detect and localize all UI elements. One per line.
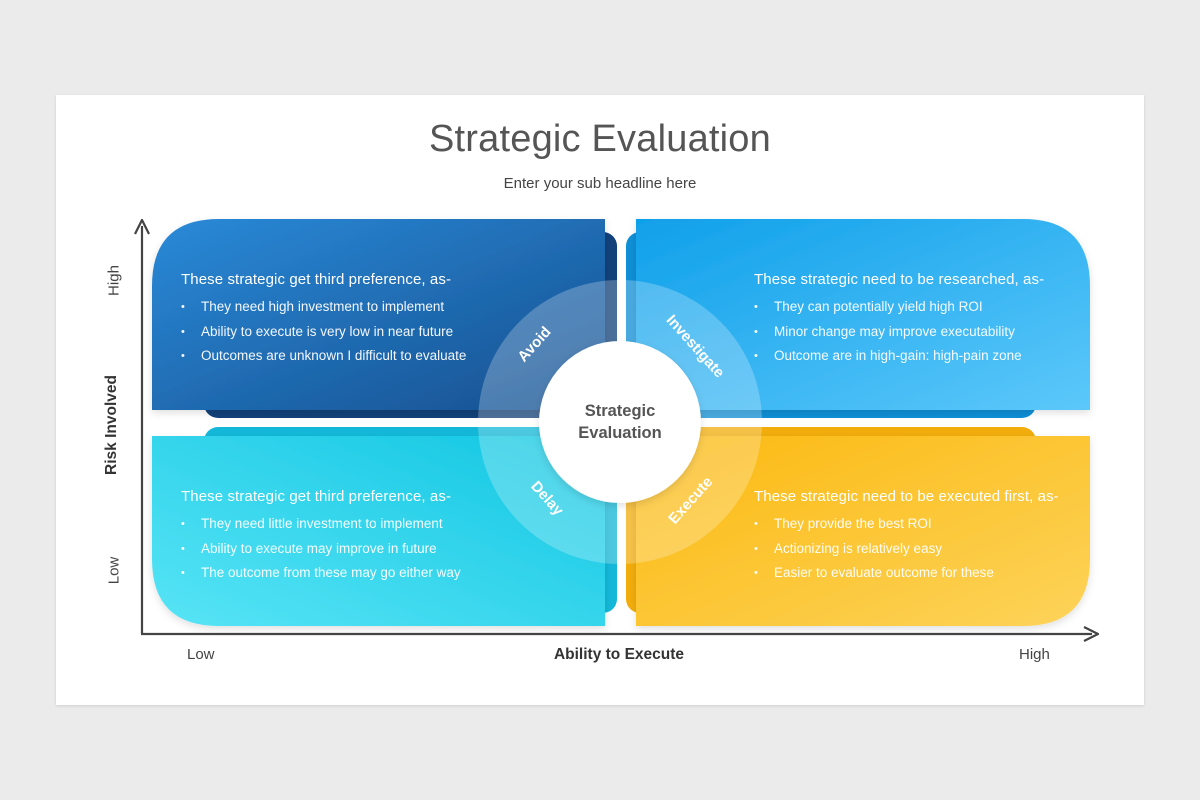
bullet-item: Ability to execute is very low in near f… bbox=[181, 320, 466, 345]
x-axis-arrow-icon bbox=[1083, 626, 1100, 642]
center-label-line2: Evaluation bbox=[578, 424, 662, 442]
bullet-item: Outcome are in high-gain: high-pain zone bbox=[754, 344, 1044, 369]
bullet-item: They provide the best ROI bbox=[754, 512, 1059, 537]
quadrant-heading: These strategic need to be researched, a… bbox=[754, 271, 1045, 288]
bullet-item: Minor change may improve executability bbox=[754, 320, 1044, 345]
quadrant-top-right-text: These strategic need to be researched, a… bbox=[754, 271, 1044, 369]
center-label: Strategic Evaluation bbox=[560, 400, 680, 444]
bullet-item: They need little investment to implement bbox=[181, 512, 461, 537]
x-axis-high-label: High bbox=[1019, 646, 1050, 663]
bullet-list: They need high investment to implement A… bbox=[181, 295, 466, 369]
page-title: Strategic Evaluation bbox=[429, 118, 771, 160]
bullet-item: Actionizing is relatively easy bbox=[754, 537, 1059, 562]
quadrant-top-left-text: These strategic get third preference, as… bbox=[181, 271, 466, 369]
bullet-list: They need little investment to implement… bbox=[181, 512, 461, 586]
center-circle bbox=[539, 341, 701, 503]
quadrant-heading: These strategic get third preference, as… bbox=[181, 271, 452, 288]
quadrant-bottom-left-text: These strategic get third preference, as… bbox=[181, 488, 461, 586]
quadrant-heading: These strategic need to be executed firs… bbox=[754, 488, 1059, 505]
y-axis-title: Risk Involved bbox=[103, 375, 120, 475]
center-label-line1: Strategic bbox=[584, 402, 656, 420]
bullet-item: Easier to evaluate outcome for these bbox=[754, 561, 1059, 586]
quadrant-heading: These strategic get third preference, as… bbox=[181, 488, 452, 505]
y-axis-arrow-icon bbox=[134, 218, 150, 235]
bullet-item: They need high investment to implement bbox=[181, 295, 466, 320]
bullet-item: Ability to execute may improve in future bbox=[181, 537, 461, 562]
y-axis-low-label: Low bbox=[105, 556, 123, 585]
bullet-item: They can potentially yield high ROI bbox=[754, 295, 1044, 320]
quadrant-bottom-right-text: These strategic need to be executed firs… bbox=[754, 488, 1059, 586]
page-subtitle: Enter your sub headline here bbox=[503, 175, 697, 192]
bullet-list: They provide the best ROI Actionizing is… bbox=[754, 512, 1059, 586]
y-axis-high-label: High bbox=[105, 265, 123, 296]
x-axis-title: Ability to Execute bbox=[553, 646, 685, 663]
bullet-item: The outcome from these may go either way bbox=[181, 561, 461, 586]
x-axis-low-label: Low bbox=[187, 646, 215, 663]
bullet-item: Outcomes are unknown I difficult to eval… bbox=[181, 344, 466, 369]
bullet-list: They can potentially yield high ROI Mino… bbox=[754, 295, 1044, 369]
